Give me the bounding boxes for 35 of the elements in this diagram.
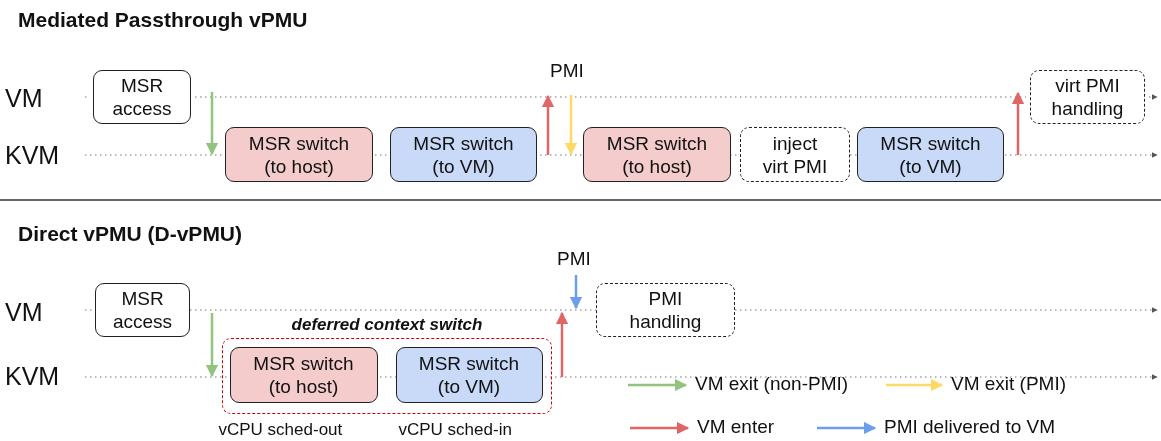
section-title: Mediated Passthrough vPMU [18, 8, 308, 32]
lane-label: KVM [5, 362, 60, 391]
vm-switch-box [857, 127, 1004, 182]
box-label: MSR switch (to VM) [879, 131, 982, 178]
dashed-step-box [1030, 70, 1145, 124]
step-box [95, 283, 190, 337]
legend-text: VM exit (non-PMI) [695, 373, 849, 395]
lane-label: VM [5, 298, 43, 327]
dashed-step-box [740, 127, 850, 182]
vm-switch-box [390, 127, 537, 182]
phase-caption: vCPU sched-out [218, 418, 343, 441]
step-box [93, 70, 191, 124]
box-label: MSR switch (to VM) [417, 351, 521, 398]
box-label: PMI handling [628, 287, 703, 333]
box-label: MSR switch (to host) [252, 351, 355, 398]
legend-text: PMI delivered to VM [884, 416, 1056, 438]
signal-label: PMI [557, 248, 591, 270]
box-label: MSR switch (to host) [247, 131, 351, 178]
box-label: MSR switch (to host) [605, 131, 709, 178]
section-title: Direct vPMU (D-vPMU) [18, 222, 243, 246]
box-label: MSR switch (to VM) [412, 131, 515, 178]
dashed-step-box [596, 283, 735, 337]
host-switch-box [583, 127, 731, 182]
lane-label: VM [5, 84, 43, 113]
legend-text: VM enter [697, 416, 775, 438]
group-heading: deferred context switch [290, 314, 484, 336]
box-label: virt PMI handling [1050, 74, 1125, 120]
legend-text: VM exit (PMI) [951, 373, 1067, 395]
box-label: MSR access [111, 287, 174, 333]
lane-label: KVM [5, 141, 60, 170]
signal-label: PMI [550, 60, 584, 82]
box-label: inject virt PMI [761, 131, 829, 178]
host-switch-box [225, 127, 373, 182]
box-label: MSR access [111, 74, 173, 120]
phase-caption: vCPU sched-in [398, 418, 512, 441]
